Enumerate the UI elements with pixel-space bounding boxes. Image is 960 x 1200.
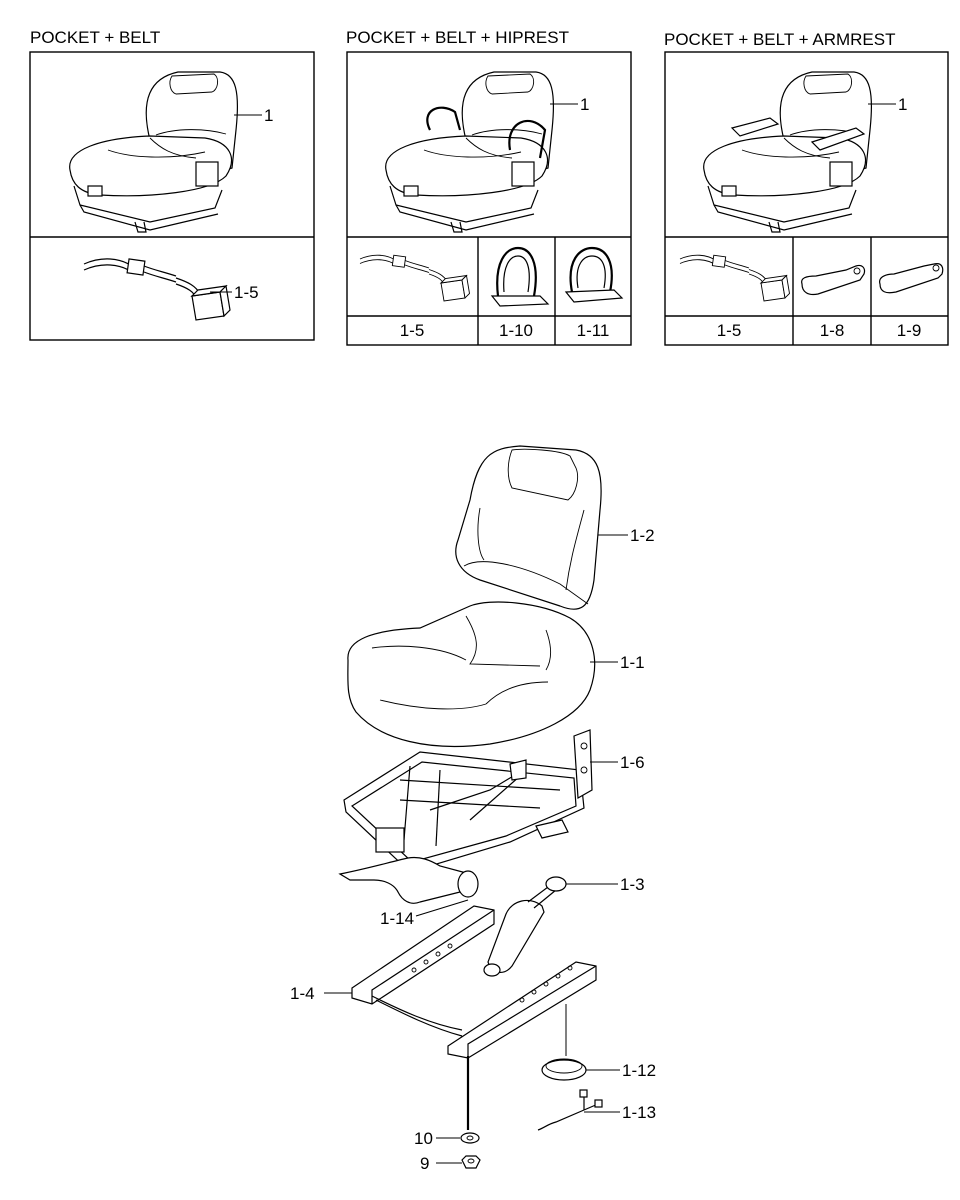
seat-belt-illustration bbox=[359, 254, 470, 302]
left-hiprest bbox=[426, 106, 462, 131]
backrest-illustration bbox=[455, 445, 602, 610]
washer-illustration bbox=[460, 1132, 480, 1144]
cell-label: 1-5 bbox=[717, 321, 742, 340]
frame-part-label: 1-6 bbox=[620, 753, 645, 772]
damper-illustration bbox=[483, 876, 567, 977]
panel-frame bbox=[29, 51, 315, 341]
right-hiprest bbox=[508, 119, 547, 159]
grommet-illustration bbox=[541, 1058, 587, 1081]
exploded-view: 1-2 1-1 1- bbox=[290, 445, 656, 1173]
panel-pocket-belt-armrest: POCKET + BELT + ARMREST 1 1-5 1-8 1-9 bbox=[664, 30, 949, 346]
mat-illustration bbox=[338, 856, 479, 904]
armrest-right-illustration bbox=[879, 263, 944, 294]
rail-part-label: 1-4 bbox=[290, 984, 315, 1003]
cell-label: 1-9 bbox=[897, 321, 922, 340]
backrest-part-label: 1-2 bbox=[630, 526, 655, 545]
right-armrest bbox=[810, 127, 866, 151]
harness-illustration bbox=[537, 1089, 603, 1131]
panel-title: POCKET + BELT + ARMREST bbox=[664, 30, 895, 49]
panel-title: POCKET + BELT + HIPREST bbox=[346, 28, 569, 47]
harness-part-label: 1-13 bbox=[622, 1103, 656, 1122]
seat-belt-illustration bbox=[83, 258, 231, 321]
panel-pocket-belt: POCKET + BELT 1 1-5 bbox=[29, 28, 315, 341]
seat-assembly-illustration bbox=[385, 71, 555, 233]
hiprest-bracket-a-illustration bbox=[490, 246, 550, 307]
panel-pocket-belt-hiprest: POCKET + BELT + HIPREST 1 1-5 1-10 1-11 bbox=[346, 28, 632, 346]
slide-rail-illustration bbox=[351, 905, 597, 1059]
seat-part-label: 1 bbox=[580, 95, 589, 114]
nut-illustration bbox=[461, 1155, 481, 1169]
hiprest-bracket-b-illustration bbox=[564, 246, 624, 303]
panel-frame bbox=[346, 51, 632, 346]
washer-part-label: 10 bbox=[414, 1129, 433, 1148]
seat-part-label: 1 bbox=[264, 106, 273, 125]
seat-cushion-illustration bbox=[347, 601, 596, 747]
seat-belt-illustration bbox=[679, 254, 790, 302]
belt-part-label: 1-5 bbox=[234, 283, 259, 302]
seat-frame-illustration bbox=[343, 729, 593, 873]
panel-frame bbox=[664, 51, 949, 346]
cell-label: 1-8 bbox=[820, 321, 845, 340]
left-armrest bbox=[730, 117, 780, 137]
nut-part-label: 9 bbox=[420, 1154, 429, 1173]
armrest-left-illustration bbox=[801, 264, 866, 296]
cell-label: 1-5 bbox=[400, 321, 425, 340]
seat-part-label: 1 bbox=[898, 95, 907, 114]
cell-label: 1-11 bbox=[577, 321, 610, 340]
seat-assembly-illustration bbox=[69, 71, 239, 233]
cushion-part-label: 1-1 bbox=[620, 653, 645, 672]
seat-assembly-illustration bbox=[703, 71, 873, 233]
damper-part-label: 1-3 bbox=[620, 875, 645, 894]
mat-part-label: 1-14 bbox=[380, 909, 414, 928]
grommet-part-label: 1-12 bbox=[622, 1061, 656, 1080]
cell-label: 1-10 bbox=[499, 321, 533, 340]
panel-title: POCKET + BELT bbox=[30, 28, 160, 47]
